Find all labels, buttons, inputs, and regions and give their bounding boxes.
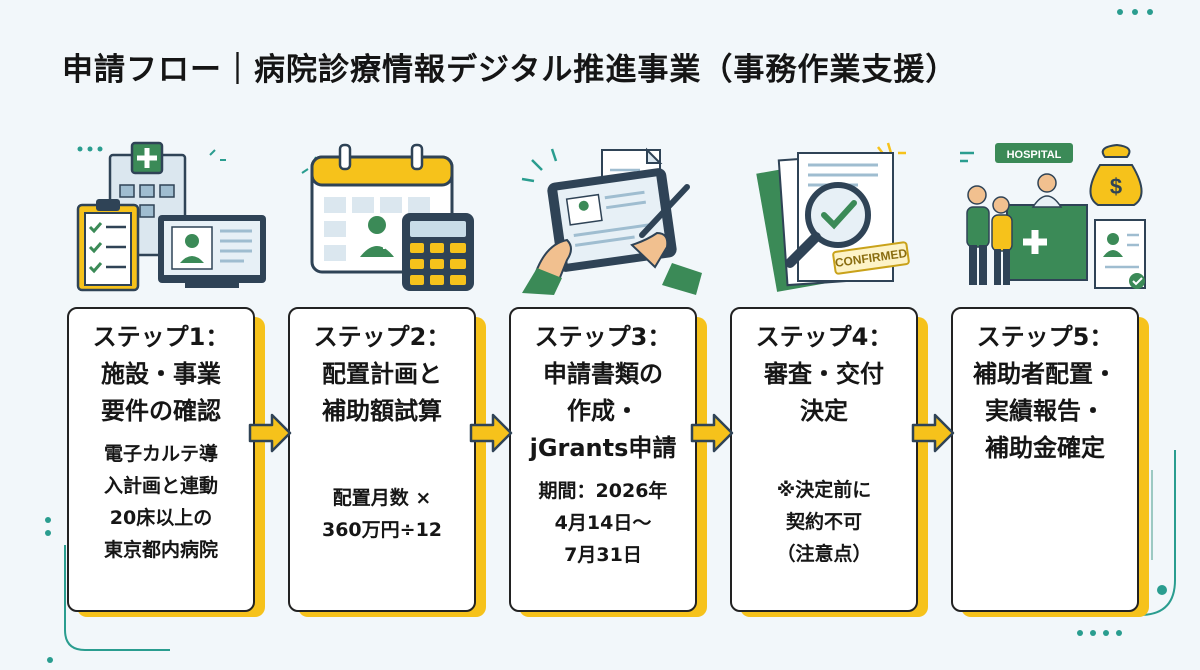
step-1-card: ステップ1： 施設・事業 要件の確認 電子カルテ導 入計画と連動 20床以上の … xyxy=(67,307,255,612)
step-2-note: 配置月数 × 360万円÷12 xyxy=(321,487,443,541)
money-symbol-text: $ xyxy=(1110,174,1122,199)
step-3-note: 期間：2026年 4月14日～ 7月31日 xyxy=(538,480,668,566)
hospital-reception-money-icon: HOSPITAL $ xyxy=(960,143,1146,289)
step-3-icon-slot xyxy=(512,135,712,295)
arrow-right-icon xyxy=(911,413,955,453)
step-4-note: ※決定前に 契約不可 （注意点） xyxy=(776,479,872,565)
step-2-icon-slot xyxy=(292,135,492,295)
page-title: 申請フロー｜病院診療情報デジタル推進事業（事務作業支援） xyxy=(62,52,958,88)
step-5-heading: ステップ5： 補助者配置・ 実績報告・ 補助金確定 xyxy=(973,323,1117,462)
step-4-heading: ステップ4： 審査・交付 決定 xyxy=(755,323,893,425)
arrow-right-icon xyxy=(248,413,292,453)
decor-corner-top-right xyxy=(1117,9,1153,15)
step-4-card: ステップ4： 審査・交付 決定 ※決定前に 契約不可 （注意点） xyxy=(730,307,918,612)
document-magnifier-check-icon: CONFIRMED xyxy=(756,142,910,292)
step-4-icon-slot: CONFIRMED xyxy=(738,135,938,295)
tablet-signing-icon xyxy=(521,147,702,295)
step-3-heading: ステップ3： 申請書類の 作成・ jGrants申請 xyxy=(529,323,677,462)
hospital-checklist-computer-icon xyxy=(76,141,266,292)
decor-corner-bottom-left xyxy=(45,517,170,663)
step-1-icon-slot xyxy=(70,135,270,295)
calendar-calculator-icon xyxy=(301,143,474,291)
arrow-right-icon xyxy=(690,413,734,453)
step-3-card: ステップ3： 申請書類の 作成・ jGrants申請 期間：2026年 4月14… xyxy=(509,307,697,612)
hospital-sign-text: HOSPITAL xyxy=(1007,149,1062,161)
arrow-right-icon xyxy=(469,413,513,453)
step-2-heading: ステップ2： 配置計画と 補助額試算 xyxy=(313,323,451,425)
step-2-card: ステップ2： 配置計画と 補助額試算 配置月数 × 360万円÷12 xyxy=(288,307,476,612)
step-1-heading: ステップ1： 施設・事業 要件の確認 xyxy=(92,323,230,425)
step-5-card: ステップ5： 補助者配置・ 実績報告・ 補助金確定 xyxy=(951,307,1139,612)
step-1-note: 電子カルテ導 入計画と連動 20床以上の 東京都内病院 xyxy=(103,443,218,561)
step-5-icon-slot: HOSPITAL $ xyxy=(955,135,1155,295)
